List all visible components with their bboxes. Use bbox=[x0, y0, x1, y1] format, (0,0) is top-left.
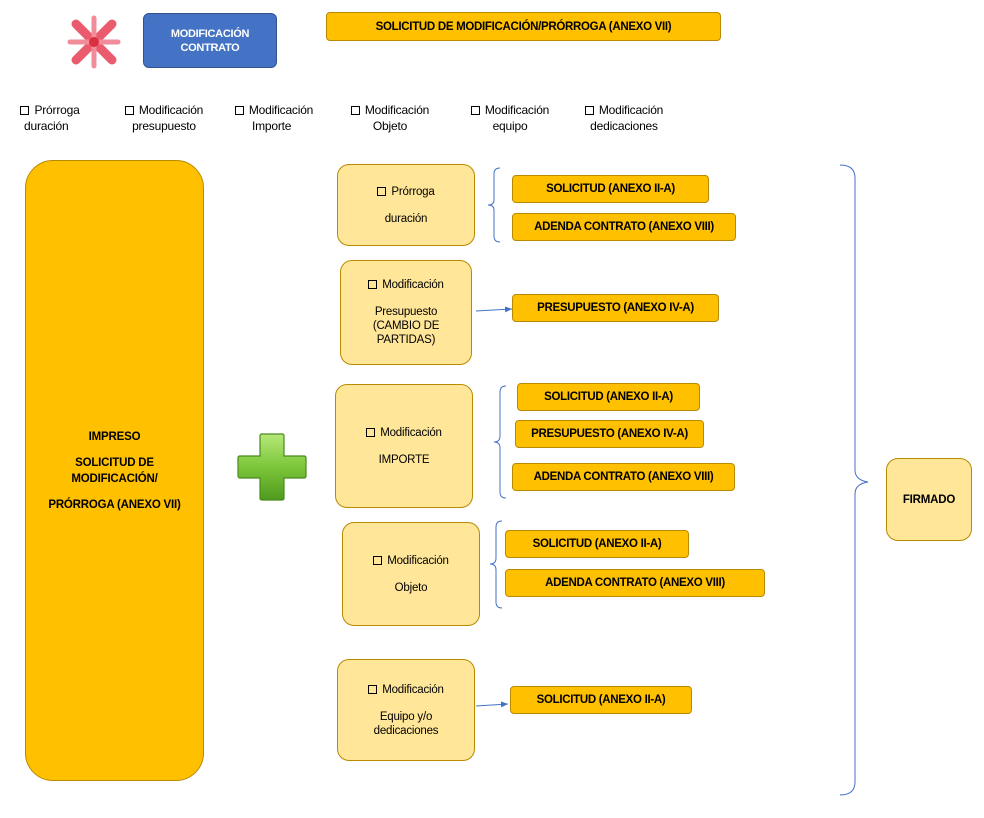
option-modificacion-presupuesto[interactable]: Modificación presupuesto bbox=[118, 102, 210, 134]
checkbox-icon[interactable] bbox=[377, 186, 387, 196]
button-label-line2: CONTRATO bbox=[180, 41, 240, 54]
doc-presupuesto-anexo-iva: PRESUPUESTO (ANEXO IV-A) bbox=[512, 294, 719, 322]
doc-adenda-contrato-anexo-viii: ADENDA CONTRATO (ANEXO VIII) bbox=[505, 569, 765, 597]
doc-solicitud-anexo-iia: SOLICITUD (ANEXO II-A) bbox=[510, 686, 692, 714]
doc-solicitud-anexo-iia: SOLICITUD (ANEXO II-A) bbox=[512, 175, 709, 203]
brace-firmado bbox=[839, 164, 869, 796]
doc-solicitud-anexo-iia: SOLICITUD (ANEXO II-A) bbox=[517, 383, 700, 411]
impreso-line2: SOLICITUD DE bbox=[75, 456, 154, 469]
arrow-presupuesto bbox=[475, 306, 513, 313]
checkbox-icon[interactable] bbox=[366, 427, 376, 437]
option-modificacion-objeto[interactable]: Modificación Objeto bbox=[344, 102, 436, 134]
checkbox-icon[interactable] bbox=[470, 106, 480, 115]
brace-objeto bbox=[489, 520, 503, 609]
doc-adenda-contrato-anexo-viii: ADENDA CONTRATO (ANEXO VIII) bbox=[512, 213, 736, 241]
type-modificacion-objeto[interactable]: Modificación Objeto bbox=[342, 522, 480, 626]
type-modificacion-importe[interactable]: Modificación IMPORTE bbox=[335, 384, 473, 508]
option-modificacion-dedicaciones[interactable]: Modificación dedicaciones bbox=[578, 102, 670, 134]
checkbox-icon[interactable] bbox=[584, 106, 594, 115]
option-prorroga-duracion[interactable]: Prórroga duración bbox=[14, 102, 86, 134]
impreso-solicitud-box: IMPRESO SOLICITUD DE MODIFICACIÓN/ PRÓRR… bbox=[25, 160, 204, 781]
checkbox-icon[interactable] bbox=[234, 106, 244, 115]
checkbox-icon[interactable] bbox=[368, 684, 378, 694]
checkbox-icon[interactable] bbox=[124, 106, 134, 115]
impreso-line1: IMPRESO bbox=[88, 430, 141, 443]
checkbox-icon[interactable] bbox=[350, 106, 360, 115]
checkbox-icon[interactable] bbox=[373, 555, 383, 565]
doc-presupuesto-anexo-iva: PRESUPUESTO (ANEXO IV-A) bbox=[515, 420, 704, 448]
option-modificacion-importe[interactable]: Modificación Importe bbox=[228, 102, 320, 134]
impreso-line4: PRÓRROGA (ANEXO VII) bbox=[48, 498, 181, 511]
type-prorroga-duracion[interactable]: Prórroga duración bbox=[337, 164, 475, 246]
modificacion-contrato-button[interactable]: MODIFICACIÓN CONTRATO bbox=[143, 13, 277, 68]
brace-prorroga bbox=[487, 167, 501, 243]
impreso-line3: MODIFICACIÓN/ bbox=[71, 472, 158, 485]
green-plus-icon bbox=[237, 433, 307, 501]
checkbox-icon[interactable] bbox=[20, 106, 30, 115]
brace-importe bbox=[493, 385, 507, 499]
arrow-equipo bbox=[475, 701, 509, 708]
page-title: SOLICITUD DE MODIFICACIÓN/PRÓRROGA (ANEX… bbox=[326, 12, 721, 41]
option-modificacion-equipo[interactable]: Modificación equipo bbox=[464, 102, 556, 134]
checkbox-icon[interactable] bbox=[368, 280, 378, 289]
doc-solicitud-anexo-iia: SOLICITUD (ANEXO II-A) bbox=[505, 530, 689, 558]
type-modificacion-equipo[interactable]: Modificación Equipo y/o dedicaciones bbox=[337, 659, 475, 761]
type-modificacion-presupuesto[interactable]: Modificación Presupuesto (CAMBIO DE PART… bbox=[340, 260, 472, 365]
firmado-box: FIRMADO bbox=[886, 458, 972, 541]
doc-adenda-contrato-anexo-viii: ADENDA CONTRATO (ANEXO VIII) bbox=[512, 463, 735, 491]
red-x-icon bbox=[67, 15, 121, 69]
button-label-line1: MODIFICACIÓN bbox=[170, 27, 250, 40]
